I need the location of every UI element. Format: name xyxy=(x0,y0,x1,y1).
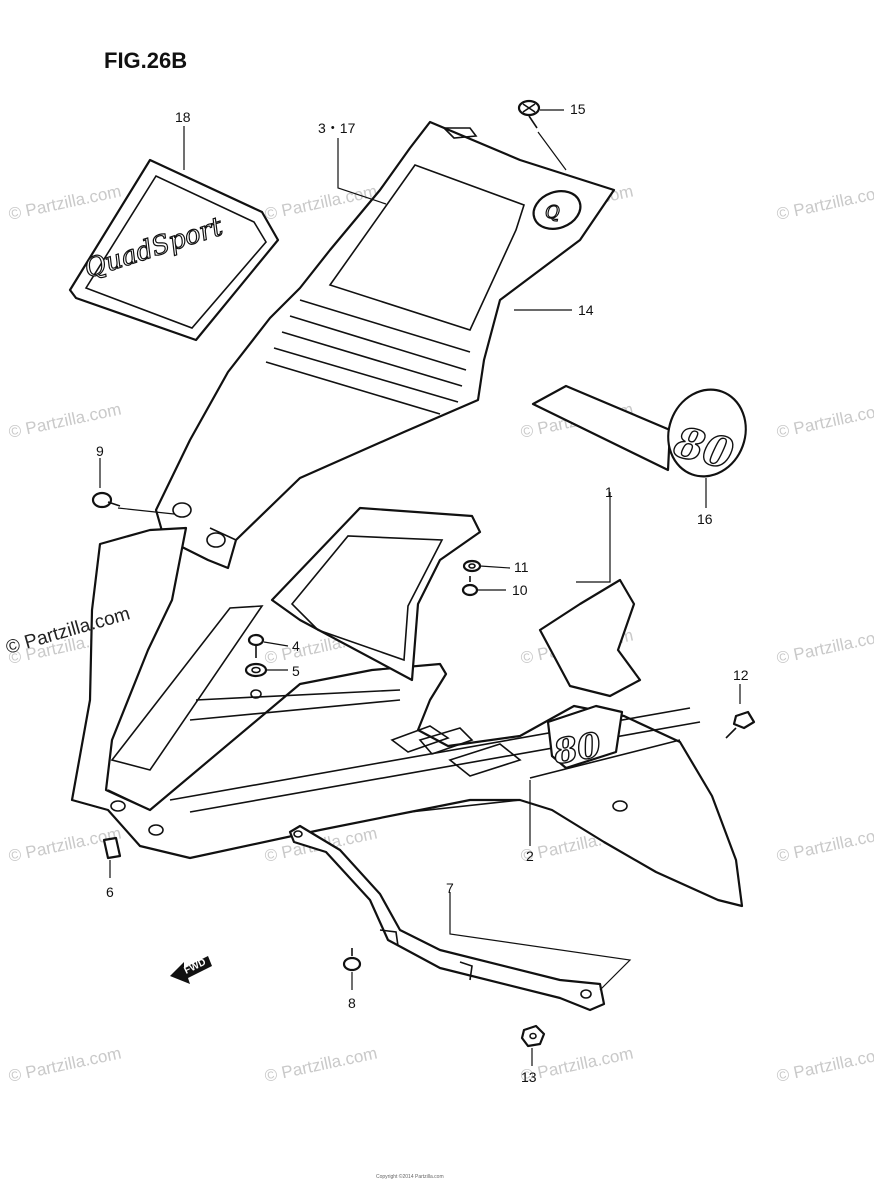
bolt-10 xyxy=(461,576,479,597)
fasteners xyxy=(91,99,756,1048)
callout-8: 8 xyxy=(348,995,356,1011)
watermark-tile: © Partzilla.com xyxy=(775,400,874,442)
watermark-tile: © Partzilla.com xyxy=(7,182,123,224)
front-fender-body: 80 xyxy=(70,506,744,908)
callout-4: 4 xyxy=(292,638,300,654)
callout-5: 5 xyxy=(292,663,300,679)
watermark-tile: © Partzilla.com xyxy=(7,400,123,442)
watermark-tile: © Partzilla.com xyxy=(775,626,874,668)
callout-labels: 1 2 3・17 4 5 6 7 8 9 10 11 12 13 14 15 1… xyxy=(96,101,749,1085)
callout-16: 16 xyxy=(697,511,713,527)
footer-text: Copyright ©2014 Partzilla.com xyxy=(376,1173,444,1180)
screw-15 xyxy=(517,99,541,129)
watermark-tile: © Partzilla.com xyxy=(263,1044,379,1086)
callout-7: 7 xyxy=(446,880,454,896)
bolt-4 xyxy=(247,633,265,658)
watermark-tile: © Partzilla.com xyxy=(775,1044,874,1086)
emblem-q-text: Q xyxy=(545,202,560,223)
decal-80-text-2: 80 xyxy=(550,725,605,773)
callout-3-17: 3・17 xyxy=(318,120,356,136)
bolt-8 xyxy=(342,948,362,972)
leader-lines xyxy=(71,109,741,1066)
callout-1: 1 xyxy=(605,484,613,500)
callout-6: 6 xyxy=(106,884,114,900)
watermark-tile: © Partzilla.com xyxy=(7,1044,123,1086)
washer-11 xyxy=(462,559,482,573)
callout-13: 13 xyxy=(521,1069,537,1085)
bolt-12 xyxy=(725,710,756,739)
quadsport-decal: QuadSport xyxy=(68,158,280,342)
callout-15: 15 xyxy=(570,101,586,117)
callout-9: 9 xyxy=(96,443,104,459)
watermark-tile: © Partzilla.com xyxy=(775,824,874,866)
front-fender-nose: Q xyxy=(154,120,616,570)
callout-12: 12 xyxy=(733,667,749,683)
screw-9 xyxy=(91,491,121,509)
callout-2: 2 xyxy=(526,848,534,864)
callout-18: 18 xyxy=(175,109,191,125)
washer-5 xyxy=(244,662,268,678)
callout-14: 14 xyxy=(578,302,594,318)
callout-10: 10 xyxy=(512,582,528,598)
clip-nut-6 xyxy=(102,836,122,860)
decal-80-tag: 80 xyxy=(531,384,747,480)
fender-bracket xyxy=(288,824,606,1012)
watermark-tile: © Partzilla.com xyxy=(775,182,874,224)
nut-13 xyxy=(520,1024,546,1048)
forward-arrow-icon: FWD xyxy=(170,956,212,984)
figure-title: FIG.26B xyxy=(104,48,187,73)
callout-11: 11 xyxy=(514,559,529,575)
